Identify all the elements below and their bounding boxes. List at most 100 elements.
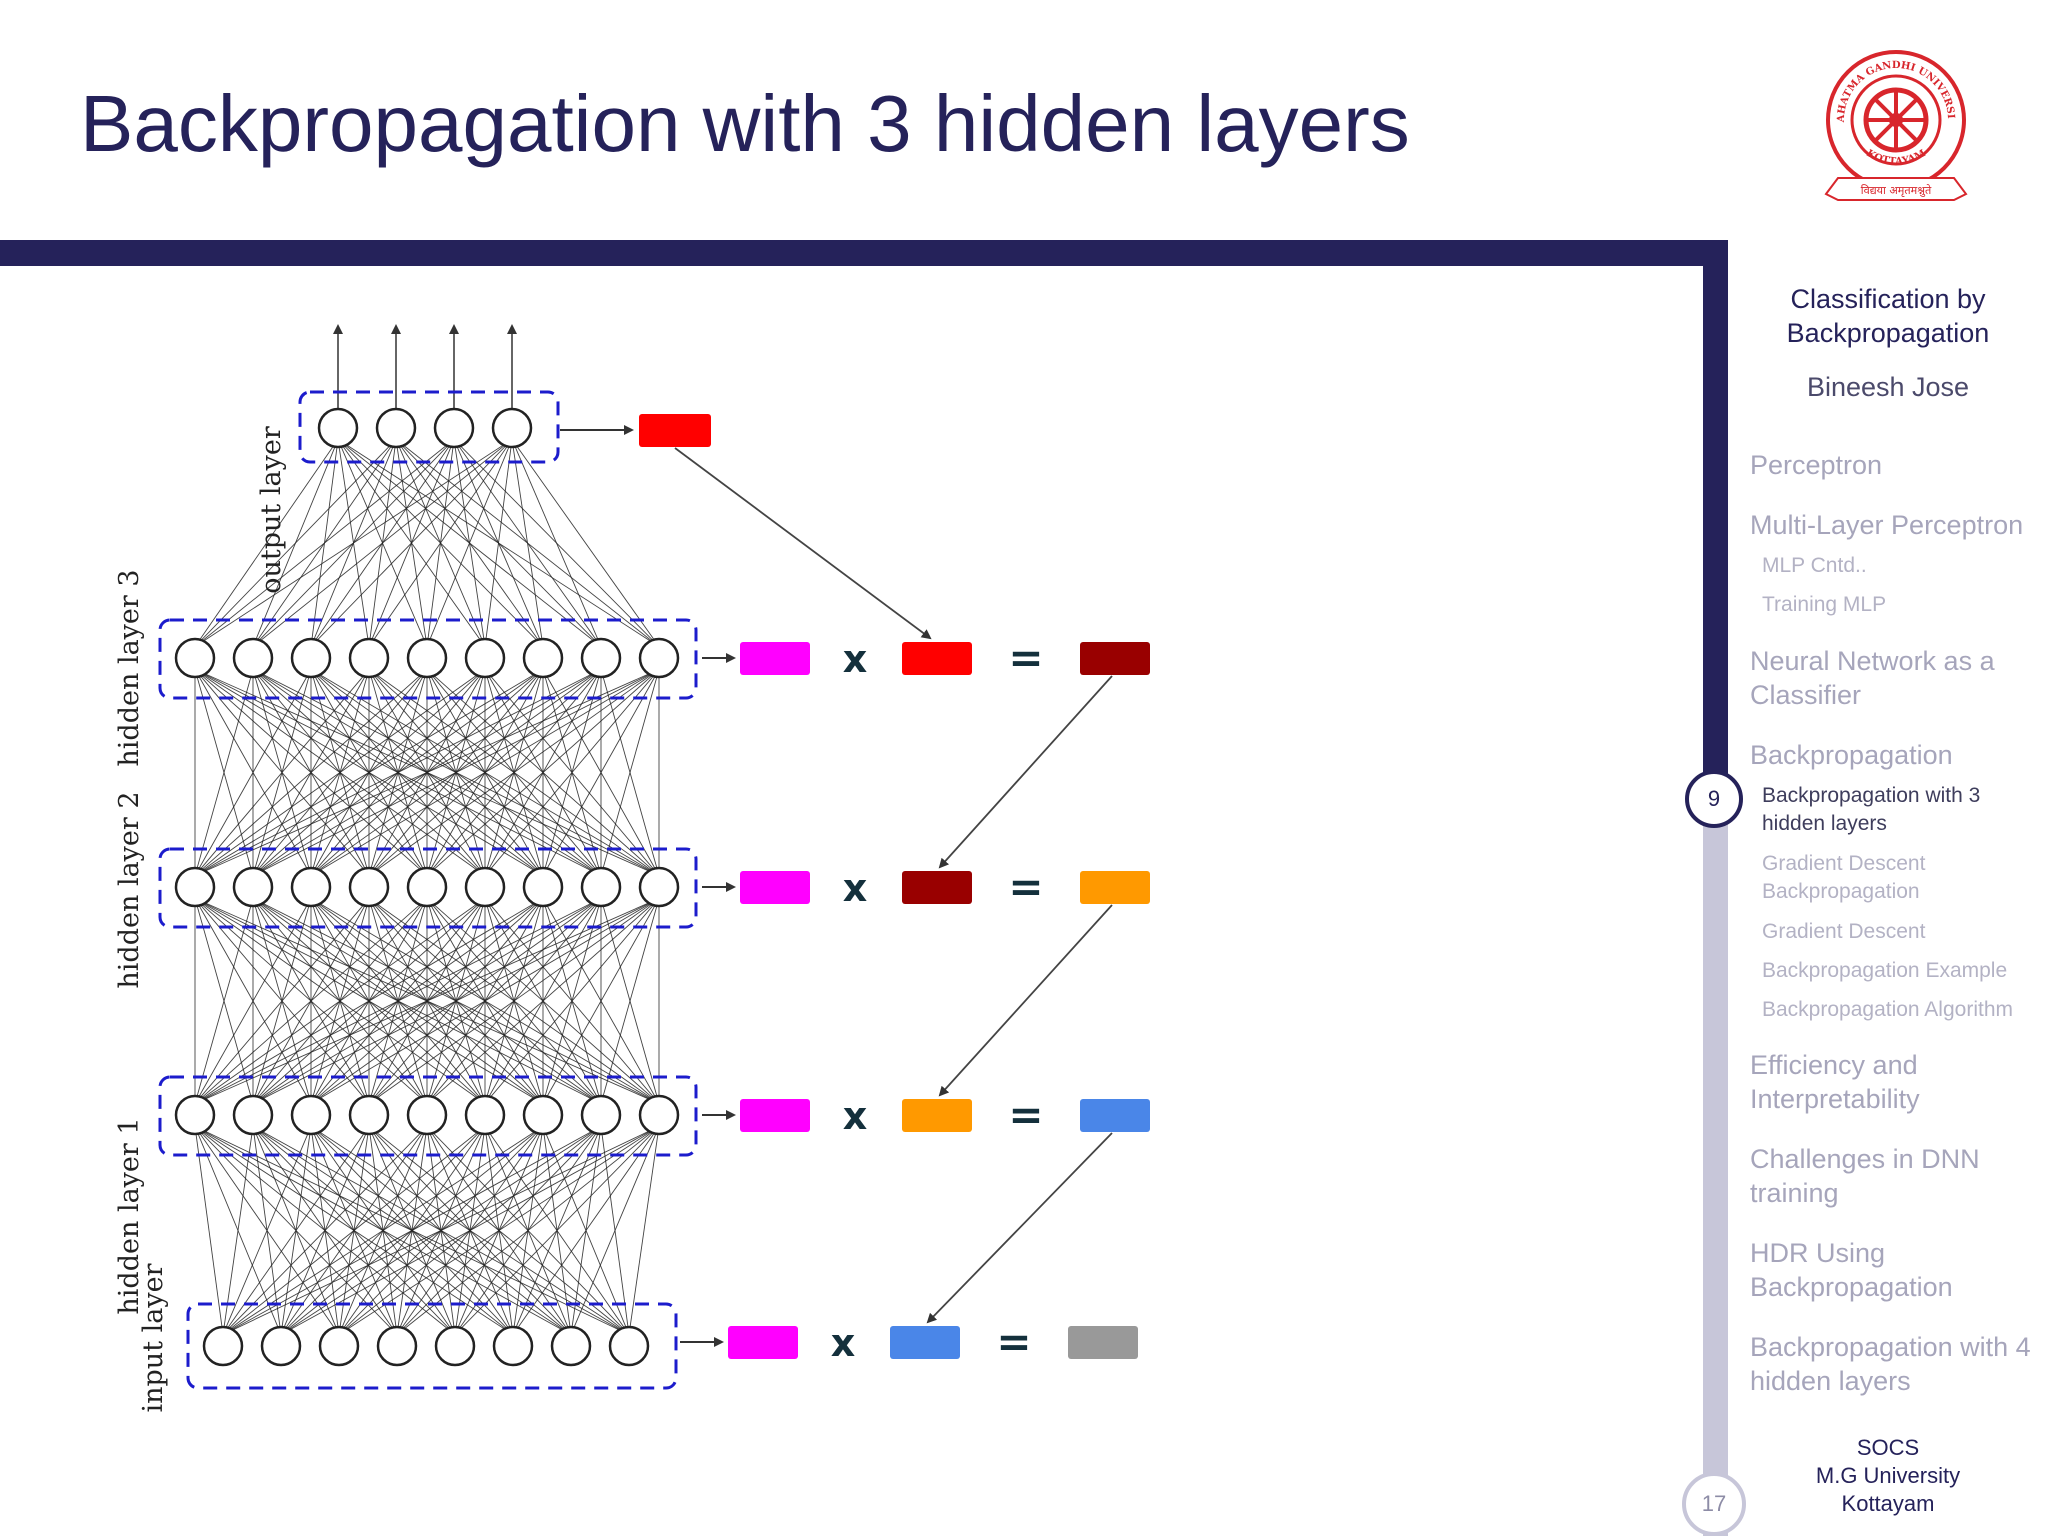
error-flow-arrow	[674, 447, 932, 640]
weight-connection	[252, 668, 660, 877]
weight-connection	[194, 669, 370, 876]
university-logo: MAHATMA GANDHI UNIVERSITY KOTTAYAM विद्य…	[1812, 44, 1968, 201]
hidden2-neuron	[464, 866, 506, 908]
weight-connection	[426, 898, 660, 1104]
nav-subsection-backpropagation-algorithm[interactable]: Backpropagation Algorithm	[1762, 998, 2013, 1021]
layer-delta-block	[1080, 642, 1150, 675]
nav-subsection-gradient-descent[interactable]: Gradient Descent	[1762, 920, 1926, 943]
weight-connection	[194, 897, 602, 1105]
weight-connection	[222, 1125, 660, 1336]
hidden2-neuron	[348, 866, 390, 908]
weight-connection	[368, 439, 513, 647]
title-divider-bar	[0, 240, 1728, 266]
multiply-symbol: x	[843, 866, 868, 910]
nav-section-perceptron[interactable]: Perceptron	[1750, 450, 1883, 480]
logo-chakra-wheel	[1863, 87, 1929, 153]
weight-connection	[194, 898, 428, 1104]
presentation-author: Bineesh Jose	[1806, 372, 1970, 402]
nav-section-efficiency-interpretability[interactable]: Efficiency and Interpretability	[1750, 1050, 1920, 1114]
weight-connection	[426, 669, 660, 876]
weight-connection	[338, 1126, 660, 1335]
weight-connection	[194, 439, 455, 647]
output-neuron	[491, 407, 533, 449]
layer-labels: output layer hidden layer 3 hidden layer…	[114, 426, 287, 1412]
nav-subsection-gradient-descent-backpropagation[interactable]: Gradient Descent Backpropagation	[1762, 852, 1926, 903]
nav-section-hdr-backpropagation[interactable]: HDR Using Backpropagation	[1750, 1238, 1953, 1302]
weight-connection	[484, 669, 660, 876]
weight-connection	[194, 669, 544, 876]
nav-subsection-backpropagation-3-hidden-layers[interactable]: Backpropagation with 3 hidden layers	[1762, 784, 1981, 835]
nav-section-backpropagation[interactable]: Backpropagation	[1750, 740, 1953, 770]
hidden3-layer-box	[158, 618, 698, 700]
weight-connection	[194, 668, 660, 877]
weight-connection	[252, 897, 660, 1105]
hidden1-neuron	[522, 1094, 564, 1136]
hidden2-layer-box	[158, 847, 698, 929]
nav-subsection-mlp-cntd[interactable]: MLP Cntd..	[1762, 554, 1867, 577]
presentation-title[interactable]: Classification by Backpropagation	[1786, 284, 1990, 348]
footer-line-city: Kottayam	[1841, 1491, 1935, 1516]
weight-connection	[454, 1126, 660, 1335]
hidden2-neuron	[522, 866, 564, 908]
weight-connection	[396, 1126, 660, 1335]
weight-connection	[222, 1126, 486, 1335]
hidden2-neuron	[638, 866, 680, 908]
weight-connection	[310, 439, 513, 647]
weight-connection	[194, 898, 254, 1104]
hidden3-neuron	[464, 637, 506, 679]
layer-delta-block	[1080, 1099, 1150, 1132]
weight-connection	[600, 669, 660, 876]
logo-ring-text-top: MAHATMA GANDHI UNIVERSITY	[1812, 44, 1956, 123]
weight-connection	[194, 439, 339, 647]
hidden1-neuron	[290, 1094, 332, 1136]
multiply-symbol: x	[843, 1094, 868, 1138]
hidden3-neuron	[348, 637, 390, 679]
input-neuron	[318, 1325, 360, 1367]
input-layer-label: input layer	[138, 1263, 169, 1412]
weight-connection	[511, 439, 660, 647]
weight-connection	[628, 1126, 660, 1335]
input-neuron	[492, 1325, 534, 1367]
output-neuron	[375, 407, 417, 449]
nav-subsection-training-mlp[interactable]: Training MLP	[1762, 593, 1887, 616]
nav-subsection-backpropagation-example[interactable]: Backpropagation Example	[1762, 959, 2008, 982]
current-page-indicator[interactable]: 9	[1685, 770, 1743, 828]
navigation-progress-bar-filled	[1703, 240, 1728, 792]
equals-symbol: =	[996, 1317, 1031, 1366]
weight-connection	[512, 1126, 660, 1335]
weight-connection	[368, 669, 660, 876]
nav-section-challenges-dnn-training[interactable]: Challenges in DNN training	[1750, 1144, 1980, 1208]
output-neuron	[433, 407, 475, 449]
output-neuron	[317, 407, 359, 449]
hidden2-neuron	[580, 866, 622, 908]
weight-connection	[194, 668, 602, 877]
error-flow-arrow	[926, 1132, 1113, 1324]
input-neuron	[260, 1325, 302, 1367]
weight-connection	[542, 669, 660, 876]
weight-connection	[194, 669, 428, 876]
weight-connection	[511, 439, 602, 647]
weight-connection	[484, 439, 513, 647]
hidden1-neuron	[406, 1094, 448, 1136]
weight-connection	[194, 898, 544, 1104]
nav-section-neural-network-classifier[interactable]: Neural Network as a Classifier	[1750, 646, 1995, 710]
footer-line-university: M.G University	[1815, 1463, 1961, 1488]
hidden3-neuron	[638, 637, 680, 679]
weight-connection	[194, 898, 370, 1104]
input-neuron	[434, 1325, 476, 1367]
total-pages-indicator[interactable]: 17	[1682, 1472, 1746, 1536]
nav-section-backpropagation-4-hidden-layers[interactable]: Backpropagation with 4 hidden layers	[1750, 1332, 2031, 1396]
logo-banner	[1824, 177, 1968, 201]
weight-connection	[484, 898, 660, 1104]
hidden1-neuron	[638, 1094, 680, 1136]
nav-section-multi-layer-perceptron[interactable]: Multi-Layer Perceptron	[1750, 510, 2024, 540]
hidden2-neuron	[290, 866, 332, 908]
network-connections	[194, 324, 660, 1336]
hidden3-neuron	[174, 637, 216, 679]
output-layer-box	[298, 390, 560, 464]
weight-connection	[222, 1126, 370, 1335]
input-neuron	[608, 1325, 650, 1367]
weight-connection	[194, 669, 254, 876]
multiply-symbol: x	[843, 637, 868, 681]
weight-connection	[222, 1126, 428, 1335]
